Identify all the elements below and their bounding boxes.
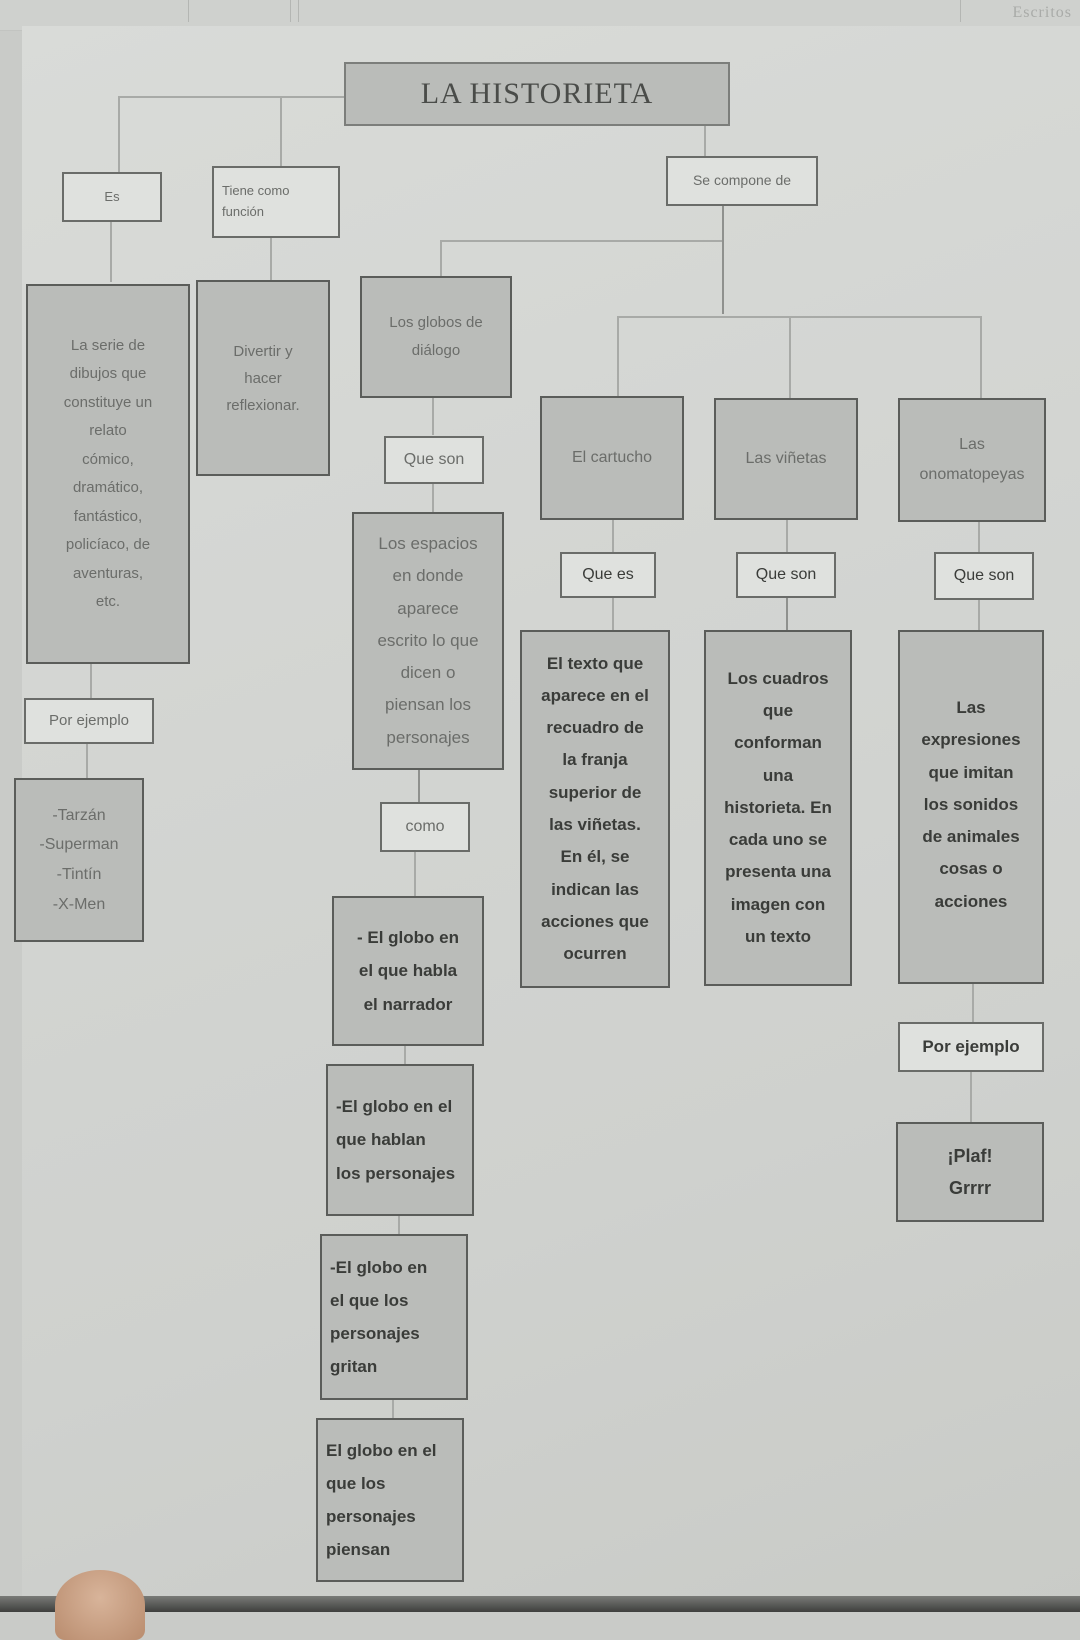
connector-parts-h [617,316,980,318]
connector-funcion-box: Tiene como función [212,166,340,238]
connector-type2-type3 [398,1214,400,1236]
connector-es-definition [110,218,112,282]
connector-compone-box: Se compone de [666,156,818,206]
connector-title-left [118,96,344,98]
connector-onom-queson [978,518,980,552]
ruler-tick [960,0,961,22]
connector-to-globos-v [440,240,442,276]
globos-definition-box: Los espacios en donde aparece escrito lo… [352,512,504,770]
connector-queson-def [432,472,434,512]
globo-type-narrador: - El globo en el que habla el narrador [332,896,484,1046]
connector-def-como [418,768,420,802]
connector-title-compone [704,124,706,174]
onomatopeyas-examples-box: ¡Plaf! Grrrr [896,1122,1044,1222]
onomatopeyas-label-box: Las onomatopeyas [898,398,1046,522]
connector-to-funcion [280,96,282,166]
onomatopeyas-connector-box: Que son [934,552,1034,600]
vinetas-connector-box: Que son [736,552,836,598]
vinetas-label-box: Las viñetas [714,398,858,520]
connector-es-porejemplo [90,662,92,698]
connector-type1-type2 [404,1044,406,1064]
es-example-connector: Por ejemplo [24,698,154,744]
connector-to-vinetas [789,316,791,398]
cartucho-definition-box: El texto que aparece en el recuadro de l… [520,630,670,988]
connector-es-box: Es [62,172,162,222]
cartucho-connector-box: Que es [560,552,656,598]
connector-funcion-value [270,236,272,280]
cartucho-label-box: El cartucho [540,396,684,520]
connector-onom-porejemplo [972,980,974,1022]
globo-type-hablan: -El globo en el que hablan los personaje… [326,1064,474,1216]
connector-como-types [414,852,416,896]
connector-onom-def [978,596,980,630]
vinetas-definition-box: Los cuadros que conforman una historieta… [704,630,852,986]
connector-to-globos-h [440,240,722,242]
connector-to-es [118,96,120,172]
funcion-value-box: Divertir y hacer reflexionar. [196,280,330,476]
onomatopeyas-definition-box: Las expresiones que imitan los sonidos d… [898,630,1044,984]
globo-type-piensan: El globo en el que los personajes piensa… [316,1418,464,1582]
connector-to-cartucho [617,316,619,398]
ruler-tick [298,0,299,22]
connector-porejemplo-examples [86,742,88,778]
es-examples-box: -Tarzán -Superman -Tintín -X-Men [14,778,144,942]
ruler-tick [188,0,189,22]
connector-cartucho-quees [612,518,614,552]
globo-type-gritan: -El globo en el que los personajes grita… [320,1234,468,1400]
connector-quees-def [612,596,614,630]
es-definition-box: La serie de dibujos que constituye un re… [26,284,190,664]
connector-vinetas-def [786,596,788,630]
connector-type3-type4 [392,1398,394,1418]
finger-in-photo [55,1570,145,1640]
connector-to-onomatopeyas [980,316,982,398]
concept-title: LA HISTORIETA [344,62,730,126]
connector-compone-trunk [722,200,724,314]
globos-connector-box: Que son [384,436,484,484]
corner-label: Escritos [1012,4,1072,21]
photo-bottom-shadow [0,1596,1080,1612]
globos-types-connector: como [380,802,470,852]
ruler-tick [290,0,291,22]
onomatopeyas-example-connector: Por ejemplo [898,1022,1044,1072]
globos-label-box: Los globos de diálogo [360,276,512,398]
connector-vinetas-queson [786,518,788,552]
connector-globos-queson [432,395,434,435]
connector-porejemplo-onom-examples [970,1070,972,1122]
